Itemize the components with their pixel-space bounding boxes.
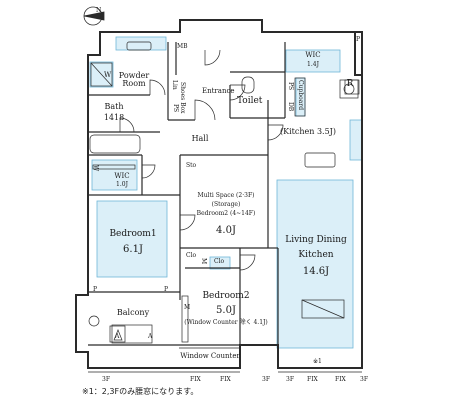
clo-label-2: Clo (214, 258, 225, 265)
washbasin (126, 41, 152, 51)
wic-w-label: W (92, 165, 99, 172)
window-sashes (88, 347, 362, 373)
ps-label-1: PS (172, 104, 179, 113)
footnote: ※1：2,3Fのみ腰窓になります。 (82, 387, 199, 396)
bedroom1-label: Bedroom1 (109, 229, 157, 239)
interior-walls (88, 42, 286, 346)
north-arrow-icon (83, 6, 105, 26)
m-label-low: M (184, 304, 191, 311)
compass-n: N (96, 7, 102, 14)
exterior-walls (75, 19, 363, 369)
wic-top-area: 1.4J (307, 61, 319, 68)
window-counter-label: Window Counter (180, 352, 240, 360)
fridge-box (344, 79, 360, 95)
washer-label: W (104, 71, 112, 79)
sash-4: 3F (262, 376, 270, 383)
bal-fixture (88, 315, 100, 327)
hall-label: Hall (191, 134, 209, 143)
wic-rack-2 (294, 77, 306, 117)
ac-unit-a (109, 325, 126, 343)
mb-label: MB (177, 43, 188, 50)
bedroom2-label: Bedroom2 (202, 291, 250, 301)
p-label-2: P (164, 286, 169, 293)
sash-5: 3F (286, 376, 294, 383)
balcony-label: Balcony (116, 308, 150, 317)
clo-label-1: Clo (186, 252, 197, 259)
ps-label-2: PS (287, 82, 294, 91)
entrance-label: Entrance (202, 87, 235, 95)
bath-label: Bath (104, 102, 124, 111)
living-line1: Living Dining (285, 235, 347, 245)
star-note-label: ※1 (313, 358, 322, 365)
kitchen-label: (Kitchen 3.5J) (280, 127, 336, 136)
ac-a2-label: A (148, 333, 153, 340)
living-ac-box (301, 299, 345, 319)
wic-top-label: WIC (305, 51, 321, 59)
sash-3: FIX (220, 376, 231, 383)
wic-bottom-label: WIC (114, 172, 130, 180)
washer-pan (90, 62, 113, 87)
multi-space-area: 4.0J (216, 225, 236, 236)
ac-a-label: A (115, 333, 120, 340)
sash-2: FIX (190, 376, 201, 383)
shoes-box-label: Shoes Box (179, 82, 186, 114)
wic-bottom-area: 1.0J (116, 181, 128, 188)
m-label-mid: M (200, 258, 207, 265)
wic-rack-1 (92, 164, 136, 170)
cupboard-label: Cupboard (297, 80, 304, 111)
living-line2: Kitchen (298, 250, 334, 260)
p-label-1: P (93, 286, 98, 293)
living-area: 14.6J (302, 266, 330, 277)
kitchen-sink (304, 152, 336, 168)
bath-size: 1418 (103, 113, 125, 122)
fixtures (88, 41, 360, 344)
sash-6: FIX (307, 376, 318, 383)
multi-space-line2: (Storage) (211, 201, 241, 208)
powder-room-label: Powder Room (118, 71, 150, 88)
p-r-label: P (356, 36, 361, 43)
multi-space-line1: Multi Space (2·3F) (197, 192, 255, 199)
bathtub (89, 134, 141, 154)
sash-1: 3F (102, 376, 110, 383)
toilet-fixture (241, 76, 255, 94)
doors (119, 49, 284, 271)
storage-box-bal (111, 324, 153, 344)
linen-label: Lin (171, 80, 178, 90)
toilet-label: Toilet (237, 96, 263, 106)
multi-space-line3: Bedroom2 (4~14F) (196, 210, 256, 217)
bedroom2-note: (Window Counter 除く 4.1J) (184, 319, 268, 326)
bedroom2-area: 5.0J (216, 305, 236, 316)
sash-7: FIX (335, 376, 346, 383)
bedroom1-area: 6.1J (123, 244, 143, 255)
room-powder-room: Powder Room (119, 72, 149, 88)
fridge-label: R (346, 79, 354, 89)
window-counter-box (181, 295, 189, 343)
light-blue-fills (89, 36, 363, 349)
sash-8: 3F (360, 376, 368, 383)
db-label: DB (287, 102, 294, 112)
sto-label: Sto (186, 162, 197, 169)
